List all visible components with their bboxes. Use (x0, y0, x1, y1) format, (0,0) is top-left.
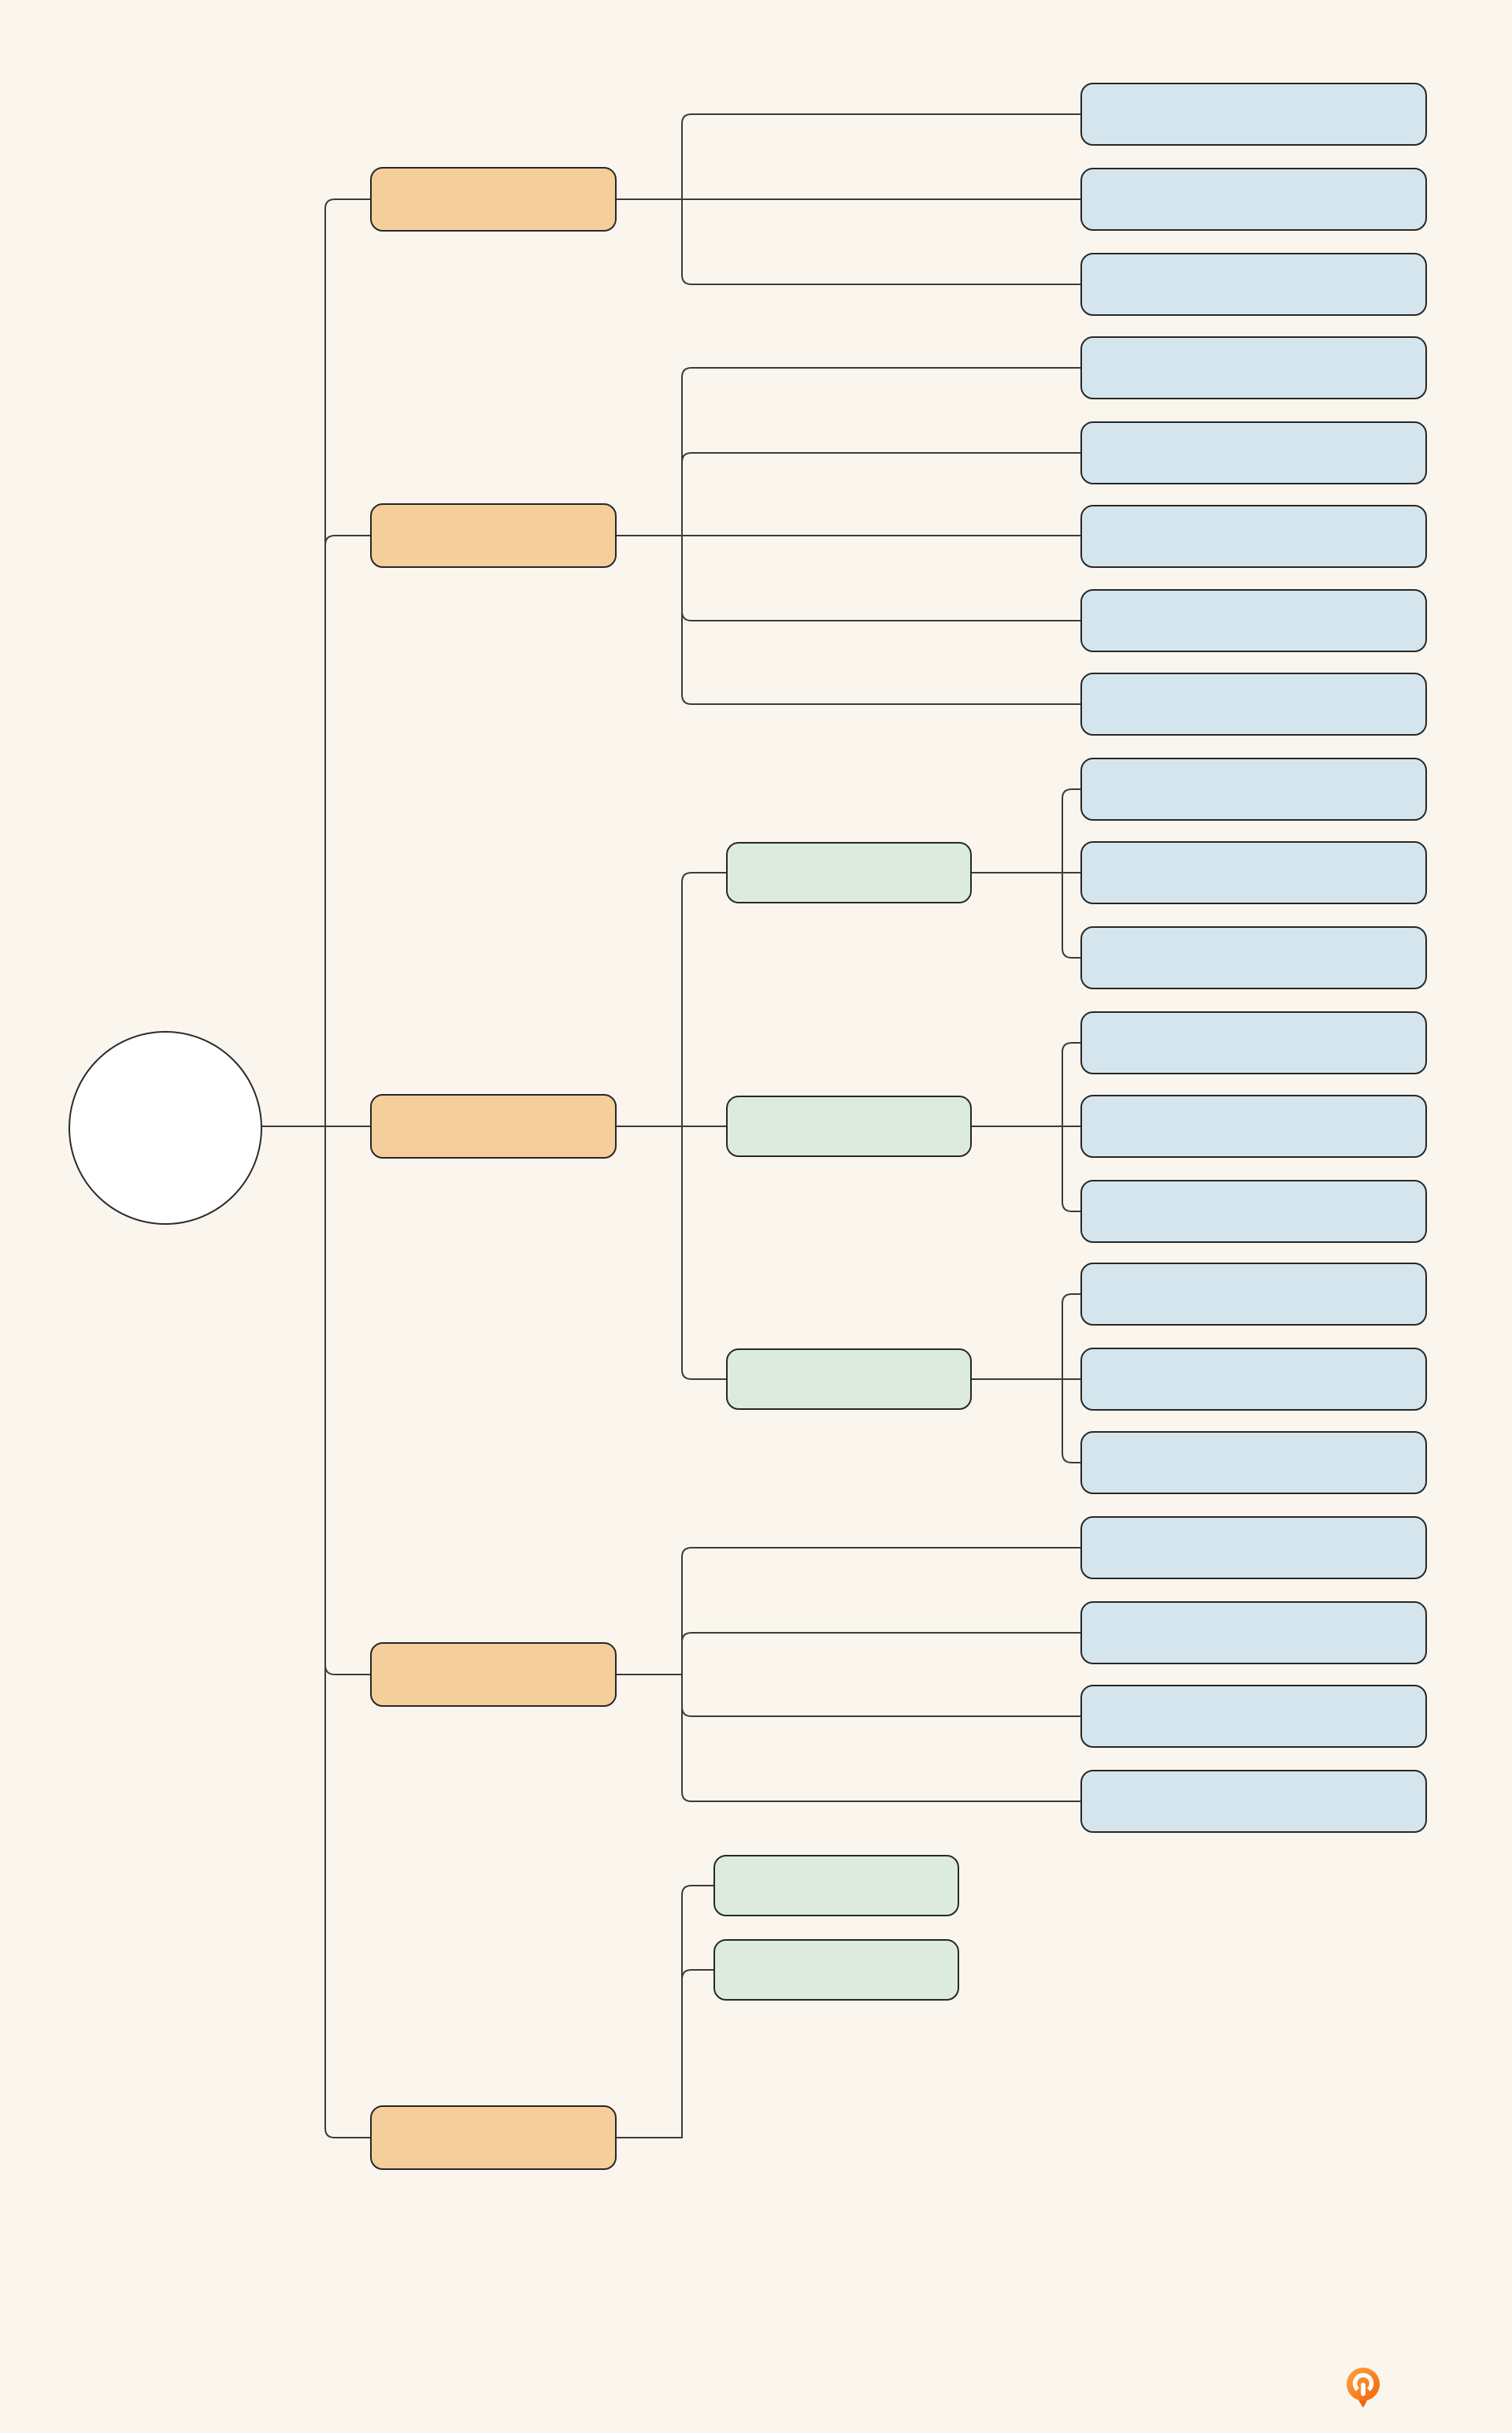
node-os-1 (1080, 1516, 1427, 1579)
node-sys-2 (1080, 421, 1427, 484)
node-os (370, 1642, 617, 1707)
node-svc-2 (1080, 168, 1427, 231)
node-good-3 (1080, 926, 1427, 989)
node-svc-3 (1080, 253, 1427, 316)
geektime-logo-icon (1347, 2368, 1380, 2408)
node-hw (370, 2105, 617, 2170)
node-danger-3 (1080, 1431, 1427, 1494)
node-os-2 (1080, 1601, 1427, 1664)
node-danger-1 (1080, 1263, 1427, 1326)
edge (617, 1674, 1080, 1802)
node-code-good (726, 842, 972, 903)
node-code (370, 1094, 617, 1159)
node-sys-3 (1080, 505, 1427, 568)
edge (262, 535, 370, 1127)
edge (617, 113, 1080, 200)
edge (617, 1969, 713, 2138)
node-os-4 (1080, 1770, 1427, 1833)
edge (262, 1126, 370, 2138)
edge (972, 872, 1080, 959)
edge (972, 1293, 1080, 1380)
node-opt-2 (1080, 1095, 1427, 1158)
edge (972, 1378, 1080, 1463)
node-svc (370, 167, 617, 232)
node-code-danger (726, 1348, 972, 1410)
edge (617, 367, 1080, 536)
edge (262, 1126, 370, 1675)
edge (617, 535, 1080, 705)
edge (972, 1126, 1080, 1212)
node-svc-1 (1080, 83, 1427, 146)
node-opt-3 (1080, 1180, 1427, 1243)
edge (617, 872, 726, 1127)
node-sys-4 (1080, 589, 1427, 652)
node-danger-2 (1080, 1348, 1427, 1411)
edge (617, 1547, 1080, 1675)
edge (972, 788, 1080, 873)
edge (617, 1885, 713, 2138)
edge (617, 1126, 726, 1380)
node-hw-cpu (713, 1855, 959, 1916)
node-sys-5 (1080, 673, 1427, 736)
node-hw-arch (713, 1939, 959, 2001)
edge (617, 198, 1080, 285)
edge (262, 198, 370, 1127)
edge (617, 1674, 1080, 1717)
edge (972, 1042, 1080, 1127)
node-good-2 (1080, 841, 1427, 904)
node-os-3 (1080, 1685, 1427, 1748)
edge (617, 1632, 1080, 1675)
root-node (69, 1031, 262, 1225)
node-sys (370, 503, 617, 568)
node-opt-1 (1080, 1011, 1427, 1074)
geektime-watermark (1343, 2366, 1392, 2412)
edge (617, 535, 1080, 621)
edge (617, 452, 1080, 536)
node-code-opt (726, 1096, 972, 1157)
node-sys-1 (1080, 336, 1427, 399)
node-good-1 (1080, 758, 1427, 821)
